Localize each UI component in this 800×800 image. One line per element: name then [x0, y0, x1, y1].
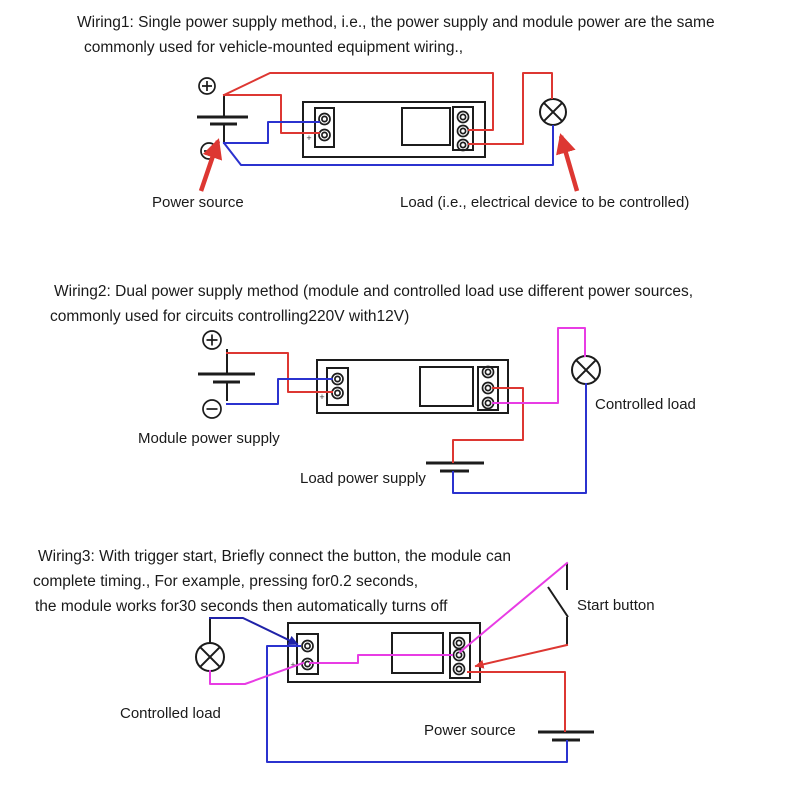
lamp-icon: [195, 642, 225, 672]
relay-box: [401, 107, 451, 146]
wiring3-text-line3: the module works for30 seconds then auto…: [35, 598, 448, 615]
wiring2-controlled-load-label: Controlled load: [595, 396, 696, 413]
battery-icon: [538, 730, 594, 742]
battery-icon: [198, 330, 255, 419]
input-positive-mark: +: [306, 133, 311, 143]
plus-glyph: [206, 334, 218, 346]
wiring3-start-button-label: Start button: [577, 597, 655, 614]
terminal-screw: [331, 386, 344, 400]
terminal-screw: [481, 365, 495, 379]
timer-module-icon: +: [287, 622, 481, 683]
input-positive-mark: +: [319, 392, 324, 402]
start-button-switch-icon: [547, 563, 569, 645]
wiring3-power-source-label: Power source: [424, 722, 516, 739]
magenta-wire-relay-to-switch: [458, 561, 569, 654]
input-terminal-block: [296, 633, 319, 675]
blue-wire-battery-to-lamp: [222, 125, 554, 166]
minus-terminal-icon: [202, 399, 222, 419]
wiring1-text-line1: Wiring1: Single power supply method, i.e…: [77, 14, 715, 31]
magenta-wire-lamp-to-module-input: [209, 661, 305, 685]
timer-module-icon: +: [316, 359, 509, 414]
wiring2-module-power-label: Module power supply: [138, 430, 280, 447]
terminal-screw: [318, 112, 331, 126]
magenta-wire-input-to-relay: [309, 654, 453, 664]
navy-wire-lamp-to-module-input: [209, 617, 299, 646]
timer-module-icon: +: [302, 101, 486, 158]
terminal-screw-slot: [459, 141, 467, 149]
lamp-icon: [539, 98, 567, 126]
wiring2-load-power-label: Load power supply: [300, 470, 426, 487]
input-positive-mark: +: [290, 660, 295, 670]
wiring2-diagram: +: [198, 327, 601, 494]
plus-glyph: [202, 81, 212, 91]
blue-wire-lamp-to-load-battery: [452, 383, 587, 494]
wiring3-diagram: +: [195, 561, 594, 763]
red-wire-battery-to-module-input: [223, 94, 320, 134]
blue-wire-module-to-battery: [266, 645, 568, 763]
relay-box: [391, 632, 444, 674]
wiring2-text-line1: Wiring2: Dual power supply method (modul…: [54, 283, 694, 300]
terminal-screw-slot: [304, 642, 311, 650]
wiring1-text-line2: commonly used for vehicle-mounted equipm…: [84, 39, 464, 56]
battery-icon: [197, 77, 248, 160]
lamp-cross: [575, 359, 597, 381]
terminal-screw-slot: [455, 665, 463, 673]
module-body: [316, 359, 509, 414]
wiring1-diagram: +: [197, 72, 580, 192]
wiring1-power-source-label: Power source: [152, 194, 244, 211]
terminal-screw: [301, 639, 314, 653]
terminal-screw: [452, 648, 466, 662]
terminal-screw: [452, 662, 466, 676]
wiring3-text-line1: Wiring3: With trigger start, Briefly con…: [38, 548, 511, 565]
lamp-cross: [199, 646, 221, 668]
lamp-cross: [543, 102, 563, 122]
red-wire-relay-to-lamp: [468, 72, 553, 145]
relay-box: [419, 366, 474, 407]
wiring3-controlled-load-label: Controlled load: [120, 705, 221, 722]
terminal-screw-slot: [334, 375, 341, 383]
switch-lever: [547, 586, 569, 618]
terminal-screw-slot: [484, 384, 492, 392]
terminal-screw: [456, 124, 470, 138]
terminal-screw: [318, 128, 331, 142]
load-arrow: [556, 133, 580, 192]
magenta-wire-relay-to-lamp: [492, 327, 586, 404]
plus-terminal-icon: [198, 77, 216, 95]
terminal-screw-slot: [455, 651, 463, 659]
terminal-screw-slot: [321, 131, 328, 139]
module-body: [287, 622, 481, 683]
terminal-screw: [481, 396, 495, 410]
terminal-screw: [331, 372, 344, 386]
red-wire-battery-to-module-input: [226, 352, 333, 393]
terminal-screw-slot: [455, 639, 463, 647]
wiring3-text-line2: complete timing., For example, pressing …: [33, 573, 419, 590]
red-wire-relay-to-load-battery: [452, 387, 524, 463]
terminal-screw-slot: [459, 127, 467, 135]
terminal-screw: [456, 110, 470, 124]
terminal-screw-slot: [459, 113, 467, 121]
terminal-screw: [452, 636, 466, 650]
terminal-screw: [481, 381, 495, 395]
wiring1-load-label: Load (i.e., electrical device to be cont…: [400, 194, 690, 211]
blue-wire-battery-to-module-input: [223, 121, 320, 144]
terminal-screw: [456, 138, 470, 152]
red-wire-switch-to-relay: [474, 643, 569, 669]
load-battery-icon: [426, 461, 484, 473]
plus-terminal-icon: [202, 330, 222, 350]
wiring2-text-line2: commonly used for circuits controlling22…: [50, 308, 410, 325]
red-wire-relay-to-battery: [467, 671, 566, 732]
red-wire-battery-to-relay-common: [222, 72, 494, 131]
terminal-screw-slot: [334, 389, 341, 397]
terminal-screw-slot: [321, 115, 328, 123]
terminal-screw-slot: [484, 368, 492, 376]
input-terminal-block: [326, 367, 349, 406]
power-source-arrow: [198, 138, 223, 192]
blue-wire-battery-to-module-input: [226, 378, 333, 405]
input-terminal-block: [314, 107, 335, 148]
terminal-screw-slot: [484, 399, 492, 407]
lamp-icon: [571, 355, 601, 385]
